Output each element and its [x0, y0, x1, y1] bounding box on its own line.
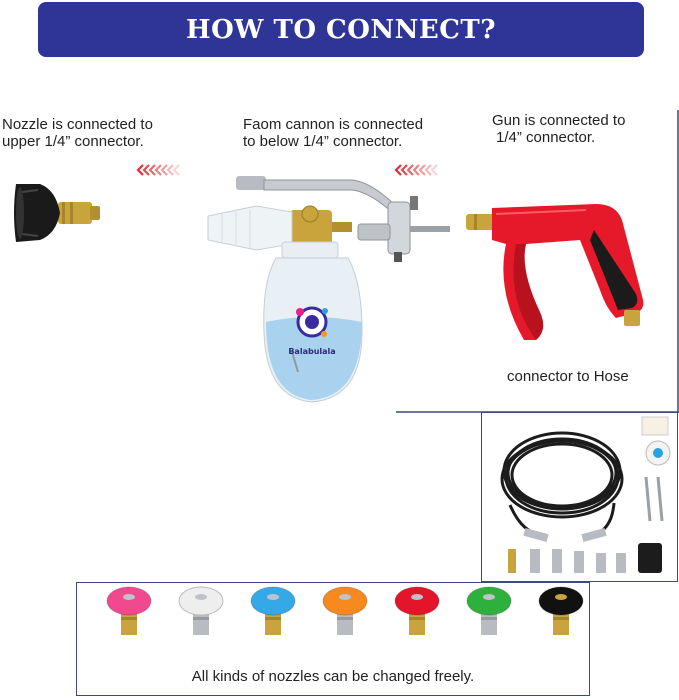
- panel-divider-lines: [396, 110, 679, 413]
- hose-kit-panel: [481, 412, 678, 582]
- hose-icon: [500, 416, 671, 573]
- nozzle-tip-icon: [538, 586, 584, 635]
- page-title: HOW TO CONNECT?: [186, 14, 496, 45]
- right-arrow-icon: [394, 164, 438, 176]
- nozzle-tip-icon: [250, 586, 296, 635]
- title-banner: HOW TO CONNECT?: [38, 2, 644, 57]
- gun-caption-line1: Gun is connected to: [492, 112, 626, 129]
- gun-caption: Gun is connected to 1/4” connector.: [492, 112, 625, 146]
- foam-caption-line1: Faom cannon is connected: [243, 116, 424, 133]
- spray-gun-icon: [466, 204, 644, 340]
- nozzle-icon: [14, 184, 100, 242]
- nozzle-caption: Nozzle is connected to upper 1/4” connec…: [2, 116, 153, 150]
- left-arrow-icon: [136, 164, 180, 176]
- nozzle-tips-caption: All kinds of nozzles can be changed free…: [191, 668, 475, 685]
- foam-caption: Faom cannon is connected to below 1/4” c…: [243, 116, 423, 150]
- nozzle-tip-icon: [106, 586, 152, 635]
- nozzle-tip-icon: [466, 586, 512, 635]
- bottle-brand-label: Balabulala: [288, 347, 335, 356]
- nozzle-tips-row: [106, 586, 584, 635]
- nozzle-tip-icon: [322, 586, 368, 635]
- nozzle-tips-panel: All kinds of nozzles can be changed free…: [76, 582, 590, 696]
- hose-caption: connector to Hose: [507, 368, 629, 385]
- nozzle-caption-line2: upper 1/4” connector.: [2, 133, 144, 150]
- nozzle-caption-line1: Nozzle is connected to: [2, 116, 153, 133]
- nozzle-tip-icon: [394, 586, 440, 635]
- foam-caption-line2: to below 1/4” connector.: [243, 133, 403, 150]
- nozzle-tip-icon: [178, 586, 224, 635]
- foam-cannon-icon: Balabulala: [207, 176, 450, 403]
- gun-caption-line2: 1/4” connector.: [496, 129, 596, 146]
